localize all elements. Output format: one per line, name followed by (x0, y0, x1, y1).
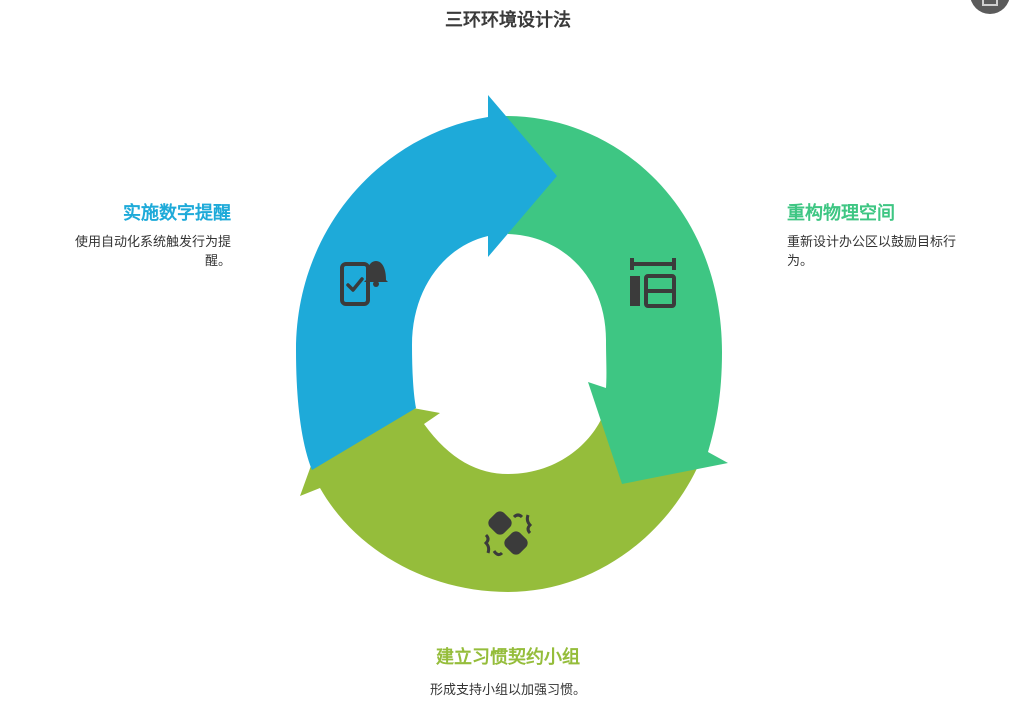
expand-icon (982, 0, 998, 6)
segment-heading-social: 建立习惯契约小组 (436, 647, 580, 668)
segment-arrow-physical (506, 116, 728, 484)
segment-description-digital: 使用自动化系统触发行为提醒。 (74, 235, 231, 269)
segment-heading-digital: 实施数字提醒 (123, 203, 231, 224)
phone-check-bell-icon (340, 261, 388, 306)
page-title: 三环环境设计法 (445, 10, 571, 31)
segment-description-physical: 重新设计办公区以鼓励目标行为。 (787, 235, 957, 269)
handshake-icon (483, 511, 533, 557)
segment-heading-physical: 重构物理空间 (787, 203, 895, 224)
segment-arrow-digital (296, 95, 557, 470)
room-layout-icon (630, 258, 676, 308)
segment-description-social: 形成支持小组以加强习惯。 (429, 683, 586, 698)
segment-arrow-social (300, 394, 700, 592)
expand-button[interactable] (970, 0, 1010, 14)
